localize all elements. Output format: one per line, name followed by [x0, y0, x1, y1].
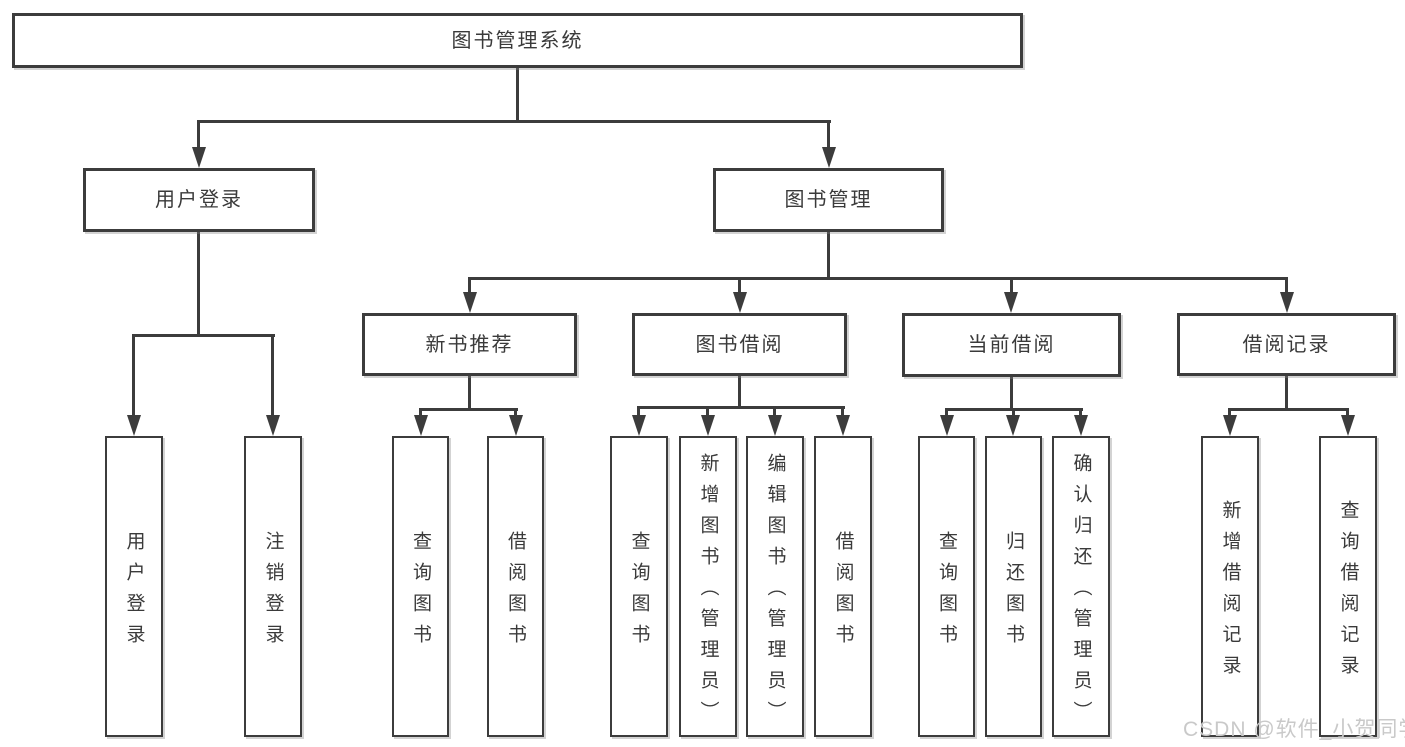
edge-current-borrow-stem — [1010, 377, 1013, 410]
edge-to-bb-borrow — [841, 406, 844, 417]
node-cb-confirm-return: 确认归还（管理员） — [1052, 436, 1110, 737]
edge-arrowhead-icon — [1004, 292, 1018, 313]
node-current-borrow-label: 当前借阅 — [967, 334, 1056, 356]
node-rec-borrow-book: 借阅图书 — [487, 436, 544, 737]
edge-user-login-stem — [197, 232, 200, 337]
node-cb-return-book: 归还图书 — [985, 436, 1042, 737]
node-book-mgmt-branch: 图书管理 — [713, 168, 944, 232]
node-bb-query-book: 查询图书 — [610, 436, 668, 737]
node-br-query-record: 查询借阅记录 — [1319, 436, 1377, 737]
node-bb-query-book-label: 查询图书 — [628, 530, 650, 655]
edge-to-br-query — [1346, 408, 1349, 417]
edge-to-current-borrow — [1010, 277, 1013, 294]
edge-arrowhead-icon — [1223, 415, 1237, 436]
node-borrow-records: 借阅记录 — [1177, 313, 1396, 376]
node-cb-query-book: 查询图书 — [918, 436, 975, 737]
node-login-label: 用户登录 — [123, 530, 145, 655]
node-br-query-record-label: 查询借阅记录 — [1337, 499, 1359, 686]
node-logout-label: 注销登录 — [262, 530, 284, 655]
edge-arrowhead-icon — [463, 292, 477, 313]
edge-arrowhead-icon — [768, 415, 782, 436]
edge-arrowhead-icon — [1280, 292, 1294, 313]
edge-to-bb-query — [637, 406, 640, 417]
edge-borrow-records-stem — [1285, 376, 1288, 410]
node-bb-edit-book: 编辑图书（管理员） — [746, 436, 804, 737]
edge-arrowhead-icon — [822, 147, 836, 168]
edge-arrowhead-icon — [701, 415, 715, 436]
node-login: 用户登录 — [105, 436, 163, 737]
node-bb-edit-book-label: 编辑图书（管理员） — [764, 453, 786, 732]
edge-root-stem — [516, 68, 519, 123]
node-current-borrow: 当前借阅 — [902, 313, 1121, 377]
edge-arrowhead-icon — [632, 415, 646, 436]
edge-to-new-book-rec — [468, 277, 471, 294]
edge-to-book-borrow — [738, 277, 741, 294]
node-bb-borrow-book-label: 借阅图书 — [832, 530, 854, 655]
edge-to-bb-add — [706, 406, 709, 417]
node-cb-return-book-label: 归还图书 — [1003, 530, 1024, 655]
edge-new-book-rec-stem — [468, 376, 471, 410]
node-book-borrow: 图书借阅 — [632, 313, 847, 376]
node-br-add-record: 新增借阅记录 — [1201, 436, 1259, 737]
edge-to-borrow-records — [1285, 277, 1288, 294]
node-root-label: 图书管理系统 — [451, 29, 584, 52]
edge-arrowhead-icon — [192, 147, 206, 168]
edge-root-hline — [197, 120, 831, 123]
edge-book-mgmt-stem — [827, 232, 830, 280]
edge-to-rec-borrow — [514, 408, 517, 417]
edge-root-to-book-mgmt — [827, 120, 830, 148]
edge-to-cb-confirm — [1079, 408, 1082, 417]
node-user-login-branch: 用户登录 — [83, 168, 315, 232]
edge-borrow-records-hline — [1228, 408, 1349, 411]
node-rec-query-book-label: 查询图书 — [410, 530, 431, 655]
edge-to-login — [132, 334, 135, 417]
node-root: 图书管理系统 — [12, 13, 1023, 68]
watermark-text: CSDN @软件_小贺同学 — [1183, 718, 1405, 741]
edge-to-cb-query — [945, 408, 948, 417]
edge-user-login-hline — [132, 334, 275, 337]
node-rec-borrow-book-label: 借阅图书 — [505, 530, 526, 655]
edge-to-rec-query — [419, 408, 422, 417]
node-br-add-record-label: 新增借阅记录 — [1219, 499, 1241, 686]
node-bb-add-book-label: 新增图书（管理员） — [697, 453, 719, 732]
node-logout: 注销登录 — [244, 436, 302, 737]
edge-root-to-user-login — [197, 120, 200, 148]
node-user-login-branch-label: 用户登录 — [155, 189, 243, 211]
edge-book-borrow-hline — [637, 406, 845, 409]
node-cb-query-book-label: 查询图书 — [936, 530, 957, 655]
edge-arrowhead-icon — [733, 292, 747, 313]
edge-to-cb-return — [1012, 408, 1015, 417]
edge-to-bb-edit — [773, 406, 776, 417]
node-book-mgmt-branch-label: 图书管理 — [784, 189, 873, 211]
edge-arrowhead-icon — [1341, 415, 1355, 436]
edge-to-br-add — [1228, 408, 1231, 417]
node-book-borrow-label: 图书借阅 — [695, 333, 784, 356]
edge-book-mgmt-hline — [468, 277, 1288, 280]
edge-arrowhead-icon — [414, 415, 428, 436]
node-rec-query-book: 查询图书 — [392, 436, 449, 737]
edge-new-book-rec-hline — [419, 408, 518, 411]
edge-arrowhead-icon — [836, 415, 850, 436]
edge-to-logout — [271, 334, 274, 417]
node-new-book-rec: 新书推荐 — [362, 313, 577, 376]
node-borrow-records-label: 借阅记录 — [1242, 333, 1331, 356]
edge-arrowhead-icon — [127, 415, 141, 436]
edge-arrowhead-icon — [266, 415, 280, 436]
edge-book-borrow-stem — [738, 376, 741, 408]
node-cb-confirm-return-label: 确认归还（管理员） — [1070, 453, 1092, 732]
edge-arrowhead-icon — [940, 415, 954, 436]
edge-arrowhead-icon — [1074, 415, 1088, 436]
node-bb-borrow-book: 借阅图书 — [814, 436, 872, 737]
node-new-book-rec-label: 新书推荐 — [425, 333, 514, 356]
node-bb-add-book: 新增图书（管理员） — [679, 436, 737, 737]
edge-arrowhead-icon — [1006, 415, 1020, 436]
edge-arrowhead-icon — [509, 415, 523, 436]
